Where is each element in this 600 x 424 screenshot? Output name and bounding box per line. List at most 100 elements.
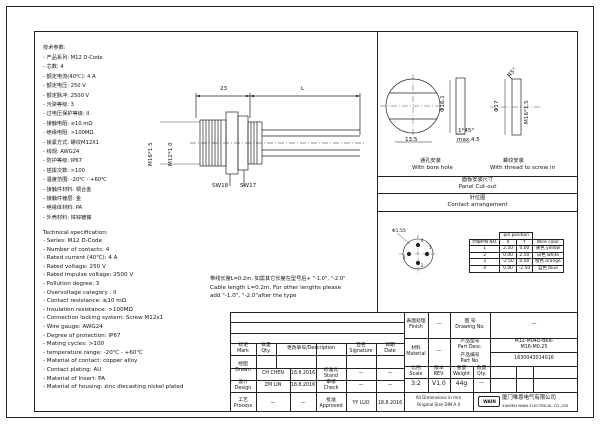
spec-en-title: Technical specification: (43, 230, 108, 236)
tb-partno-en: Part No. (460, 359, 480, 364)
spec-line: - Contact plating: AU (43, 367, 102, 373)
tb-rule (230, 392, 578, 393)
tb-rule (230, 355, 404, 356)
pin-cell: -2.50 (499, 258, 517, 266)
pin-table-header-top: pin position (499, 232, 534, 240)
spec-line: - 额定电流(40℃): 4 A (43, 73, 96, 80)
spec-line: - Material of housing: zinc diecasting n… (43, 384, 184, 391)
pin-num-1: 1 (429, 245, 432, 250)
pin-cell: 0.00 (499, 264, 517, 273)
tb-design-cn: 设计 (238, 380, 248, 385)
spec-line: - 线规: AWG24 (43, 149, 80, 155)
tb-scale-en: Scale (409, 372, 423, 377)
contact-en: Contact arrangement (447, 202, 508, 208)
tb-approved-date: 18.8.2016 (377, 401, 403, 406)
rule-panel-top (377, 176, 578, 177)
pin-cell: 2 (468, 251, 501, 260)
bore-cn: 通孔安装 (420, 158, 441, 164)
tb-rule (533, 366, 534, 392)
tb-rule (346, 343, 347, 412)
dim-max45: max.4.5 (457, 137, 480, 143)
spec-line: - 接触件镀层: 金 (43, 196, 82, 202)
spec-line: - Rated voltage: 250 V (43, 263, 106, 270)
tb-desc-val1: M12-M04D-BKR- (514, 339, 554, 344)
pin-cell: 蓝色 blue (532, 264, 564, 273)
spec-line: - temperature range: -20℃ - +60℃ (43, 349, 143, 356)
pin-cell: 2.50 (499, 245, 517, 253)
table-row: 1 2.50 0.00 黄色 yellow (468, 245, 564, 253)
tb-approved-name: YY LUO (352, 401, 370, 406)
pin-cell: 2.50 (515, 251, 534, 260)
cable-note-en1: Cable length L=0.2m, For other lengths p… (210, 285, 342, 291)
tb-design-date: 18.8.2016 (290, 383, 316, 388)
panel-en: Panel Cut-out (458, 184, 497, 190)
tb-approved-cn: 批准 (326, 398, 336, 403)
rule-right-panel (377, 31, 378, 312)
thread-cn: 螺纹安装 (503, 158, 524, 164)
spec-line: - Pollution degree: 3 (43, 281, 100, 287)
pin-cell: 1 (468, 245, 501, 253)
panel-cn: 面板安装尺寸 (461, 177, 494, 183)
pin-table-header-row: 针脚PIN NO. X Y Wire color (468, 238, 564, 247)
tb-rev-en: REV. (433, 372, 445, 377)
pin-cell: 0.00 (515, 258, 534, 266)
tb-desc-en: Part Desc. (457, 345, 483, 350)
tb-weight-cn: 重量 (456, 366, 467, 371)
pin-cell: 橙色 orange (532, 258, 564, 266)
contact-cn: 针位图 (469, 195, 486, 201)
spec-line: - Overvoltage category : II (43, 289, 117, 296)
spec-line: - Mating cycles: >100 (43, 341, 105, 348)
tb-modif: 更改单号/Description (286, 346, 336, 351)
spec-line: - Number of contacts: 4 (43, 246, 110, 253)
tb-rule (404, 378, 578, 379)
tb-drawn-cn: 绘图 (238, 362, 248, 367)
pin-cell: 0.00 (515, 245, 534, 253)
tb-material-en: Material (406, 352, 426, 357)
tb-qty-en: Qty. (476, 372, 487, 377)
dim-23: 23 (220, 86, 228, 92)
spec-line: - Contact resistance: ≤10 mΩ (43, 298, 126, 305)
table-row: 2 0.00 2.50 白色 white (468, 251, 564, 260)
spec-line: - 温度范围: -20℃ - +60℃ (43, 177, 107, 184)
tb-rule (230, 333, 404, 334)
sw18-label: SW18 (212, 183, 229, 189)
tb-partno-cn: 产品编号 (460, 353, 480, 358)
sw17-label: SW17 (240, 183, 257, 189)
dim-13-5: 13.5 (405, 137, 418, 143)
tb-std-cn: 标准化 (323, 368, 339, 373)
tb-desc-val2: M16-M0.25 (520, 345, 548, 350)
tb-rule (376, 343, 377, 412)
tb-drawingno-cn: 图 号 (464, 319, 476, 324)
pin-num-2: 2 (421, 263, 424, 268)
spec-line: - 额定电压: 250 V (43, 83, 86, 90)
tb-qty-val: — (479, 381, 484, 386)
spec-line: - 绝缘电阻: >100MΩ (43, 130, 94, 137)
tb-process-en: Process (233, 404, 253, 409)
tb-rule (230, 312, 231, 412)
rule-panel-bottom (377, 193, 578, 194)
spec-line: - 插拔次数: >100 (43, 167, 85, 174)
pin-table-header: Y (515, 238, 534, 247)
tb-drawingno-en: Drawing No. (455, 325, 485, 330)
tb-qty-cn: 数量 (476, 366, 487, 371)
tb-date-en: Date (384, 349, 396, 354)
pin-num-4: 4 (421, 238, 424, 243)
spec-line: - 锁紧方式: 螺纹M12X1 (43, 139, 99, 146)
tb-rule (276, 343, 277, 368)
dim-chamfer: 1*45° (458, 128, 475, 134)
tb-rule (450, 312, 451, 392)
tb-std-val: — (358, 371, 364, 376)
tb-signature-cn: 签名 (356, 343, 366, 348)
tb-std-en: Stand (324, 374, 338, 379)
pin-num-3: 3 (403, 255, 406, 260)
rule-contact (377, 211, 578, 212)
spec-line: - 芯数: 4 (43, 64, 64, 71)
spec-line: - Material of contact: copper alloy (43, 358, 138, 365)
tb-rule (230, 343, 404, 344)
tb-material-val: — (436, 349, 442, 354)
tb-rule (230, 368, 404, 369)
pin-table-header: 针脚PIN NO. (468, 238, 501, 247)
tb-weight-val: 44g (455, 380, 468, 387)
